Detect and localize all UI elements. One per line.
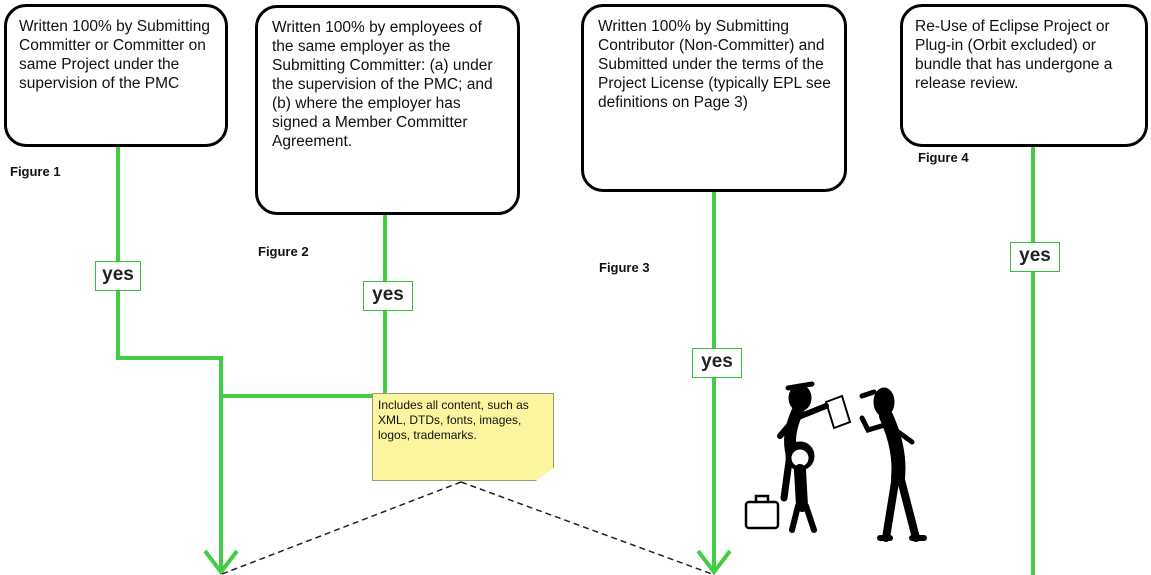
box-figure-3-text: Written 100% by Submitting Contributor (… (598, 18, 831, 111)
arrowhead-left (203, 549, 239, 575)
yes-label-figure-4: yes (1010, 242, 1060, 272)
box-figure-4-text: Re-Use of Eclipse Project or Plug-in (Or… (915, 18, 1113, 92)
sticky-note: Includes all content, such as XML, DTDs,… (372, 393, 554, 481)
box-figure-3: Written 100% by Submitting Contributor (… (581, 4, 847, 192)
note-pointer-right (460, 481, 713, 575)
figure-2-label: Figure 2 (258, 244, 309, 259)
sticky-note-text: Includes all content, such as XML, DTDs,… (378, 398, 529, 442)
yes-label-figure-3: yes (692, 348, 742, 378)
note-pointer-left (221, 481, 462, 575)
connector-figure-2 (221, 214, 387, 398)
people-clipart-icon (744, 381, 927, 542)
yes-label-figure-1: yes (95, 261, 141, 291)
figure-4-label: Figure 4 (918, 150, 969, 165)
box-figure-2-text: Written 100% by employees of the same em… (272, 19, 493, 150)
box-figure-1: Written 100% by Submitting Committer or … (4, 4, 228, 147)
box-figure-2: Written 100% by employees of the same em… (255, 5, 520, 215)
box-figure-1-text: Written 100% by Submitting Committer or … (19, 18, 210, 92)
figure-1-label: Figure 1 (10, 164, 61, 179)
connector-figure-1 (116, 146, 223, 570)
arrowhead-right (696, 549, 732, 575)
box-figure-4: Re-Use of Eclipse Project or Plug-in (Or… (900, 4, 1148, 147)
figure-3-label: Figure 3 (599, 260, 650, 275)
yes-label-figure-2: yes (363, 281, 413, 311)
